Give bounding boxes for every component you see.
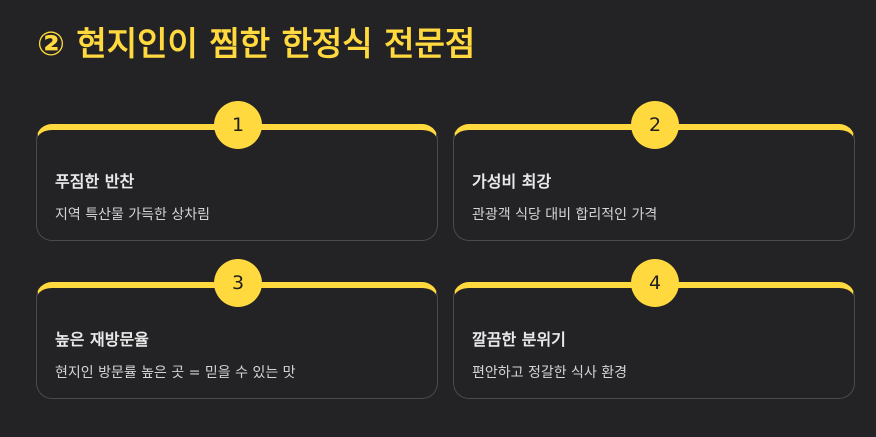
- feature-card-1: 1 푸짐한 반찬 지역 특산물 가득한 상차림: [36, 101, 438, 241]
- feature-card-2: 2 가성비 최강 관광객 식당 대비 합리적인 가격: [453, 101, 855, 241]
- card-description: 지역 특산물 가득한 상차림: [55, 207, 211, 223]
- card-title: 가성비 최강: [472, 172, 552, 191]
- page-title: ② 현지인이 찜한 한정식 전문점: [37, 24, 476, 63]
- number-badge: 4: [631, 259, 679, 307]
- number-badge: 2: [631, 101, 679, 149]
- number-badge: 1: [214, 101, 262, 149]
- number-badge: 3: [214, 259, 262, 307]
- card-title: 푸짐한 반찬: [55, 172, 135, 191]
- feature-card-3: 3 높은 재방문율 현지인 방문률 높은 곳 = 믿을 수 있는 맛: [36, 259, 438, 399]
- card-description: 관광객 식당 대비 합리적인 가격: [472, 207, 658, 223]
- card-title: 깔끔한 분위기: [472, 330, 566, 349]
- feature-card-4: 4 깔끔한 분위기 편안하고 정갈한 식사 환경: [453, 259, 855, 399]
- card-title: 높은 재방문율: [55, 330, 149, 349]
- card-description: 현지인 방문률 높은 곳 = 믿을 수 있는 맛: [55, 365, 296, 381]
- card-description: 편안하고 정갈한 식사 환경: [472, 365, 628, 381]
